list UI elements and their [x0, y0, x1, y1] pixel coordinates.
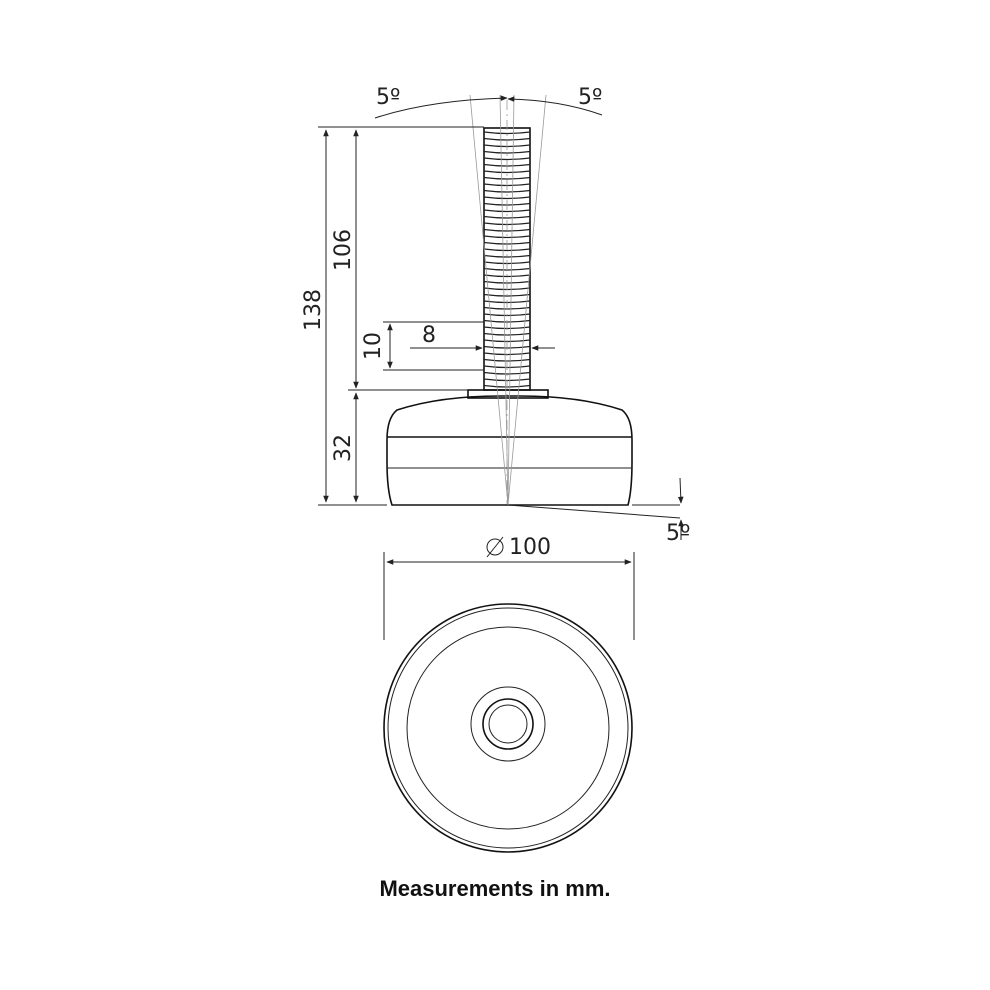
thread-ridge [483, 131, 531, 135]
diameter-symbol [486, 538, 504, 556]
thread-diameter-label: 8 [422, 323, 436, 348]
thread-ridge [483, 274, 531, 278]
washer-plate [467, 389, 549, 399]
thread-ridge [483, 176, 531, 180]
thread-ridge [483, 157, 531, 161]
total-height-dimension [318, 126, 484, 506]
thread-ridge [483, 371, 531, 375]
thread-ridge [483, 228, 531, 232]
thread-ridge [483, 235, 531, 239]
base-diameter-dimension [383, 536, 635, 640]
detail-height-label: 10 [361, 332, 386, 360]
tilt-cone-lines [469, 94, 547, 506]
caption: Measurements in mm. [379, 876, 611, 901]
top-tilt-arcs [374, 95, 603, 119]
thread-height-label: 106 [331, 229, 356, 271]
total-height-label: 138 [301, 289, 326, 331]
base-diameter-label: 100 [509, 535, 551, 560]
base-height-label: 32 [331, 434, 356, 462]
top-view [383, 603, 633, 853]
tilt-right-label: 5º [578, 85, 602, 110]
thread-ridge [483, 254, 531, 258]
thread-ridge [483, 189, 531, 193]
thread-ridge [483, 137, 531, 141]
tilt-left-label: 5º [376, 85, 400, 110]
thread-ridge [483, 248, 531, 252]
tilt-base-label: 5º [666, 521, 690, 546]
thread-ridge [483, 150, 531, 154]
base-foot [386, 395, 633, 506]
thread-ridge [483, 196, 531, 200]
thread-height-dimension [348, 129, 468, 391]
thread-ridge [483, 209, 531, 213]
side-view: 5º 5º 5º 138 106 32 [301, 85, 690, 546]
detail-height-dimension [383, 321, 484, 371]
thread-ridge [483, 170, 531, 174]
thread-ridge [483, 215, 531, 219]
threaded-stud [483, 100, 531, 505]
base-tilt [507, 477, 684, 540]
